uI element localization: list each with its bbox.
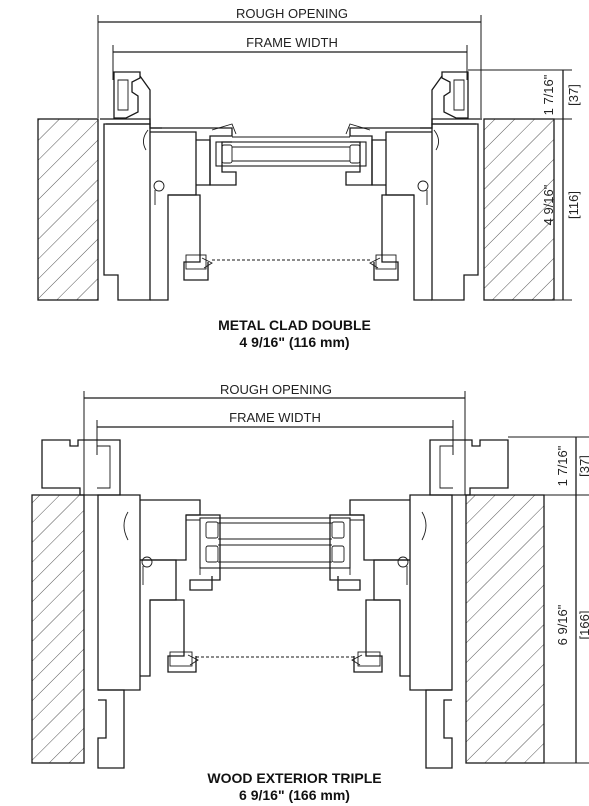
dim-top-metric-2: [37]: [577, 455, 589, 477]
caption-metal-clad: METAL CLAD DOUBLE 4 9/16" (116 mm): [0, 317, 589, 351]
section-wood-exterior-triple: ROUGH OPENING FRAME WIDTH: [31, 382, 589, 769]
right-jamb-profile-1: [369, 71, 482, 301]
left-jamb-profile-1: [100, 71, 213, 301]
caption-size-1: 4 9/16" (116 mm): [239, 334, 350, 350]
glazing-unit-2: [199, 517, 351, 569]
wall-left-1: [37, 118, 99, 301]
right-sash-profile-2: [329, 514, 364, 591]
frame-width-dimension-1: FRAME WIDTH: [112, 35, 468, 80]
frame-width-label-1: FRAME WIDTH: [246, 35, 338, 50]
rough-opening-dimension-1: ROUGH OPENING: [97, 6, 482, 118]
frame-width-dimension-2: FRAME WIDTH: [96, 410, 454, 455]
dim-bottom-imperial-1: 4 9/16": [541, 184, 556, 225]
depth-dimension-1: 1 7/16" [37] 4 9/16" [116]: [468, 69, 581, 301]
dim-top-imperial-1: 1 7/16": [541, 74, 556, 115]
glazing-unit-1: [215, 136, 367, 167]
dim-top-imperial-2: 1 7/16": [555, 445, 570, 486]
dim-top-metric-1: [37]: [566, 84, 581, 106]
frame-width-label-2: FRAME WIDTH: [229, 410, 321, 425]
wall-left-2: [31, 494, 85, 764]
right-sash-profile-1: [345, 123, 432, 186]
left-sash-profile-1: [150, 123, 237, 186]
rough-opening-dimension-2: ROUGH OPENING: [83, 382, 466, 495]
caption-size-2: 6 9/16" (166 mm): [239, 787, 350, 803]
right-jamb-profile-2: [349, 439, 509, 769]
section-metal-clad-double: ROUGH OPENING FRAME WIDTH: [37, 6, 581, 301]
left-sash-profile-2: [186, 514, 221, 591]
caption-wood-exterior: WOOD EXTERIOR TRIPLE 6 9/16" (166 mm): [0, 770, 589, 804]
caption-title-1: METAL CLAD DOUBLE: [218, 317, 371, 333]
wall-right-2: [465, 494, 545, 764]
dim-bottom-imperial-2: 6 9/16": [555, 604, 570, 645]
dim-bottom-metric-2: [166]: [577, 611, 589, 640]
caption-title-2: WOOD EXTERIOR TRIPLE: [207, 770, 382, 786]
depth-dimension-2: 1 7/16" [37] 6 9/16" [166]: [470, 436, 589, 764]
dim-bottom-metric-1: [116]: [566, 191, 581, 219]
rough-opening-label-1: ROUGH OPENING: [236, 6, 348, 21]
rough-opening-label-2: ROUGH OPENING: [220, 382, 332, 397]
